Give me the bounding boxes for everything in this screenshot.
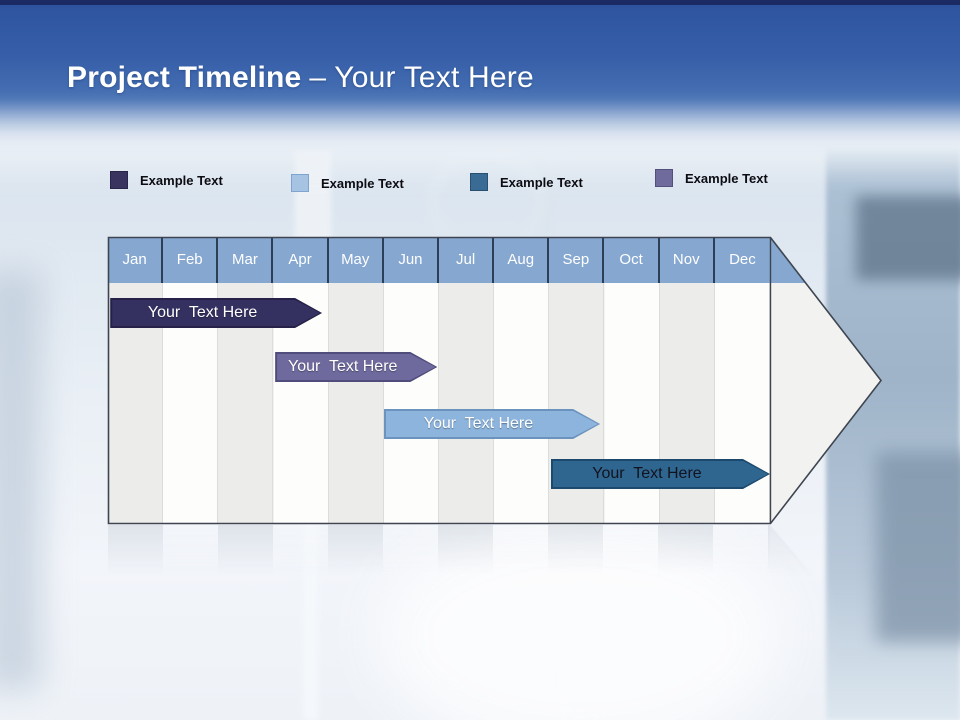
legend-swatch-icon: [110, 171, 128, 189]
month-cell-dec: Dec: [729, 251, 756, 268]
month-cell-feb: Feb: [163, 237, 219, 283]
month-cell-may: May: [329, 237, 384, 283]
month-cell-jun: Jun: [384, 237, 439, 283]
legend-swatch-icon: [655, 169, 673, 187]
timeline-bar-label: Your Text Here: [423, 415, 534, 432]
monitor-blur-bottom: [876, 452, 960, 642]
header-fade-glow: [0, 118, 960, 168]
month-cell-jan: Jan: [108, 237, 164, 283]
legend-item[interactable]: Example Text: [655, 169, 768, 187]
legend-label: Example Text: [500, 174, 583, 190]
timeline-bar-4[interactable]: Your Text Here: [551, 459, 770, 489]
timeline-bar-1[interactable]: Your Text Here: [110, 298, 322, 328]
timeline-bar-2[interactable]: Your Text Here: [275, 352, 437, 382]
top-accent-bar: [0, 0, 960, 5]
timeline-bar-label: Your Text Here: [288, 358, 398, 375]
legend-label: Example Text: [140, 172, 223, 188]
legend-item[interactable]: Example Text: [110, 171, 223, 189]
month-cell-oct: Oct: [605, 237, 660, 283]
legend-swatch-icon: [291, 174, 309, 192]
left-shadow-blur: [0, 270, 42, 690]
timeline-bar-3[interactable]: Your Text Here: [384, 409, 600, 439]
legend-item[interactable]: Example Text: [470, 173, 583, 191]
title-placeholder-text: – Your Text Here: [309, 61, 534, 94]
chart-reflection: [108, 525, 770, 583]
month-cell-aug: Aug: [494, 237, 550, 283]
title-bold-text: Project Timeline: [67, 61, 302, 94]
month-cell-jul: Jul: [439, 237, 495, 283]
timeline-bar-label: Your Text Here: [592, 465, 702, 482]
month-cell-mar: Mar: [218, 237, 274, 283]
month-cell-apr: Apr: [274, 237, 329, 283]
month-cell-sep: Sep: [549, 237, 605, 283]
legend-label: Example Text: [685, 170, 768, 186]
legend-item[interactable]: Example Text: [291, 174, 404, 192]
month-cell-nov: Nov: [660, 237, 715, 283]
legend-label: Example Text: [321, 175, 404, 191]
legend-swatch-icon: [470, 173, 488, 191]
timeline-bar-label: Your Text Here: [147, 304, 258, 321]
chart-reflection-tip: [770, 525, 820, 583]
page-title[interactable]: Project Timeline– Your Text Here: [67, 61, 534, 95]
